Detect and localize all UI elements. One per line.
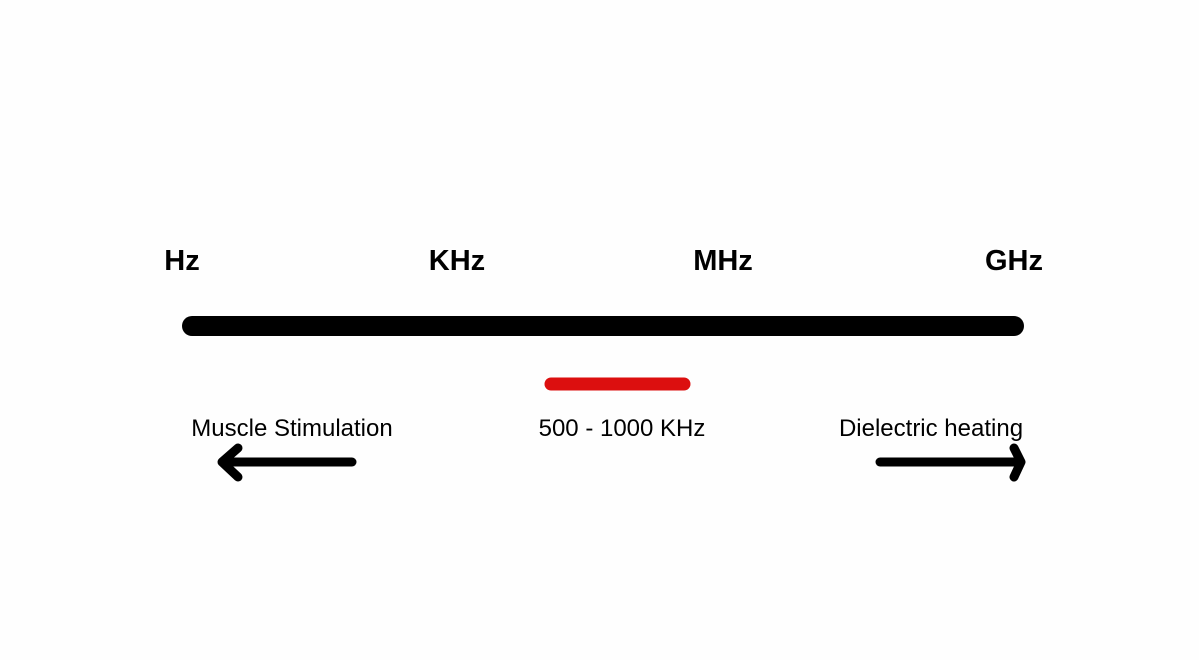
arrow-right-icon	[875, 443, 1026, 482]
unit-label-khz: KHz	[429, 245, 485, 277]
unit-label-hz: Hz	[164, 245, 199, 277]
highlight-range-label: 500 - 1000 KHz	[539, 415, 706, 442]
dielectric-heating-label: Dielectric heating	[839, 415, 1023, 442]
muscle-stimulation-label: Muscle Stimulation	[191, 415, 392, 442]
unit-label-mhz: MHz	[693, 245, 753, 277]
arrow-left-icon	[217, 443, 357, 482]
unit-label-ghz: GHz	[985, 245, 1043, 277]
